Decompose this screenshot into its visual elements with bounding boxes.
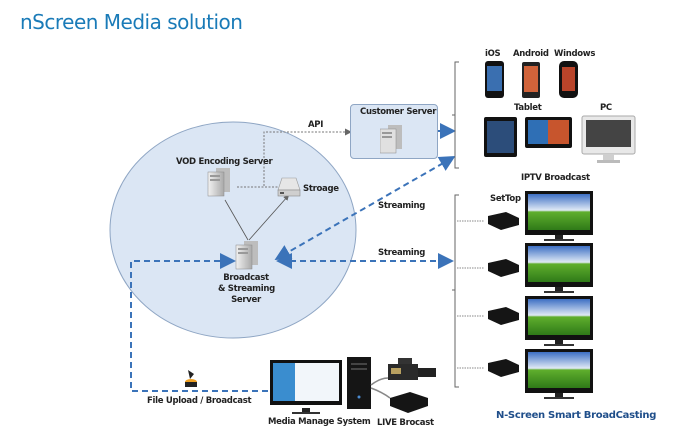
settop-box-icon bbox=[488, 359, 519, 377]
mobile-devices-bracket bbox=[452, 61, 459, 169]
live-broadcast-box-icon bbox=[390, 392, 428, 413]
pc-label: PC bbox=[600, 103, 612, 113]
broadcast-server-label-line3: Server bbox=[231, 295, 261, 305]
streaming-lower-label: Streaming bbox=[378, 248, 426, 258]
media-manage-system-label: Media Manage System bbox=[268, 417, 371, 427]
settop-bracket bbox=[452, 194, 459, 388]
n-screen-caption: N-Screen Smart BroadCasting bbox=[496, 410, 657, 421]
settop-box-icon bbox=[488, 307, 519, 325]
vod-server-icon bbox=[207, 168, 230, 197]
vod-encoding-server-label: VOD Encoding Server bbox=[176, 157, 273, 167]
android-label: Android bbox=[513, 49, 549, 59]
storage-icon bbox=[277, 177, 301, 197]
camera-cable bbox=[370, 377, 391, 399]
broadcast-server-icon bbox=[235, 241, 258, 270]
iptv-broadcast-label: IPTV Broadcast bbox=[521, 173, 590, 183]
ipad-tablet-icon bbox=[484, 117, 517, 157]
tablet-label: Tablet bbox=[514, 103, 542, 113]
broadcast-server-label-line2: & Streaming bbox=[218, 284, 275, 294]
tv-screen-icon bbox=[525, 349, 593, 399]
tv-screen-icon bbox=[525, 296, 593, 346]
storage-label: Stroage bbox=[303, 184, 339, 194]
file-upload-link bbox=[130, 253, 268, 392]
android-tablet-icon bbox=[525, 117, 572, 148]
vod-broadcast-link bbox=[224, 199, 249, 241]
ios-label: iOS bbox=[485, 49, 501, 59]
ios-phone-icon bbox=[485, 61, 504, 98]
media-manage-monitor-icon bbox=[270, 360, 342, 414]
page-title: nScreen Media solution bbox=[20, 10, 243, 34]
windows-phone-icon bbox=[559, 61, 578, 98]
settop-links bbox=[457, 220, 484, 369]
broadcast-server-label: Broadcast & Streaming Server bbox=[218, 273, 275, 306]
live-broadcast-label: LIVE Brocast bbox=[377, 418, 434, 428]
android-phone-icon bbox=[522, 62, 540, 98]
customer-server-label: Customer Server bbox=[360, 107, 437, 117]
video-camera-icon bbox=[388, 358, 436, 380]
tv-screen-icon bbox=[525, 243, 593, 293]
upload-device-icon bbox=[185, 370, 197, 387]
broadcast-server-label-line1: Broadcast bbox=[223, 273, 269, 283]
api-label: API bbox=[308, 120, 324, 130]
file-upload-label: File Upload / Broadcast bbox=[147, 396, 252, 406]
tower-pc-icon bbox=[347, 357, 371, 409]
settop-box-icon bbox=[488, 259, 519, 277]
customer-server-icon bbox=[380, 125, 402, 154]
settop-label: SetTop bbox=[490, 194, 521, 204]
pc-monitor-icon bbox=[581, 115, 636, 163]
streaming-upper-label: Streaming bbox=[378, 201, 426, 211]
windows-label: Windows bbox=[554, 49, 596, 59]
tv-screen-icon bbox=[525, 191, 593, 241]
streaming-upper-link bbox=[274, 156, 456, 260]
api-link bbox=[263, 128, 352, 186]
settop-box-icon bbox=[488, 212, 519, 230]
